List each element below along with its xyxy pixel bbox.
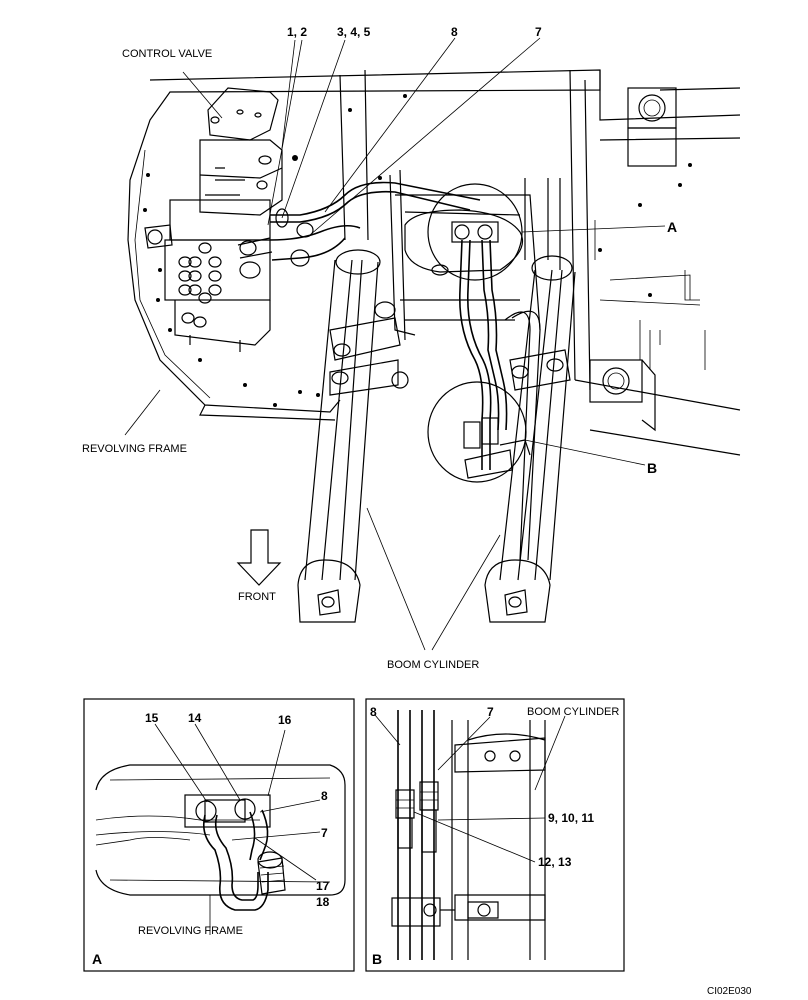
label-front: FRONT [238, 591, 276, 603]
boom-cylinder-right [484, 255, 576, 623]
hoses-boom [458, 239, 541, 561]
main-view: CONTROL VALVE 1, 2 3, 4, 5 8 7 A B REVOL… [82, 25, 741, 671]
frame-holes [143, 94, 692, 407]
mount-box-upper-right [627, 87, 677, 167]
detail-b-label-boom-cylinder: BOOM CYLINDER [527, 706, 619, 718]
detail-b-letter: B [372, 951, 382, 967]
control-valve-spools [178, 242, 222, 328]
callout-7: 7 [535, 25, 542, 39]
detail-b-callout-12-13: 12, 13 [538, 855, 572, 869]
detail-a-callout-14: 14 [188, 711, 202, 725]
detail-a-letter: A [92, 951, 102, 967]
frame-pins [594, 220, 706, 370]
revolving-frame-plate [127, 69, 601, 421]
detail-b-callout-7: 7 [487, 705, 494, 719]
detail-a-callout-16: 16 [278, 713, 292, 727]
detail-a-callout-15: 15 [145, 711, 159, 725]
callout-a: A [667, 219, 677, 235]
detail-b-couplings [395, 781, 439, 853]
detail-a-callout-7: 7 [321, 826, 328, 840]
detail-b-callout-8: 8 [370, 705, 377, 719]
front-arrow-icon [236, 529, 282, 586]
label-revolving-frame: REVOLVING FRAME [82, 443, 187, 455]
leader-lines-main [124, 37, 666, 651]
detail-a-panel: 15 14 16 8 7 17 18 REVOLVING FRAME A [83, 698, 355, 972]
callout-b: B [647, 460, 657, 476]
detail-circle-b [427, 381, 531, 483]
detail-b-panel: 8 7 BOOM CYLINDER 9, 10, 11 12, 13 B [365, 698, 625, 972]
label-control-valve: CONTROL VALVE [122, 48, 212, 60]
control-valve [144, 87, 283, 352]
detail-a-callout-8: 8 [321, 789, 328, 803]
callout-1-2: 1, 2 [287, 25, 307, 39]
frame-rail-right [569, 69, 741, 391]
boom-cylinder-left [297, 249, 409, 623]
callout-8: 8 [451, 25, 458, 39]
figure-code: CI02E030 [707, 986, 752, 997]
detail-a-callout-17: 17 [316, 879, 330, 893]
detail-b-callout-9-10-11: 9, 10, 11 [548, 811, 594, 825]
detail-a-label-revolving-frame: REVOLVING FRAME [138, 925, 243, 937]
callout-3-4-5: 3, 4, 5 [337, 25, 371, 39]
label-boom-cylinder: BOOM CYLINDER [387, 659, 479, 671]
detail-a-callout-18: 18 [316, 895, 330, 909]
mount-box-lower-right [589, 359, 656, 432]
